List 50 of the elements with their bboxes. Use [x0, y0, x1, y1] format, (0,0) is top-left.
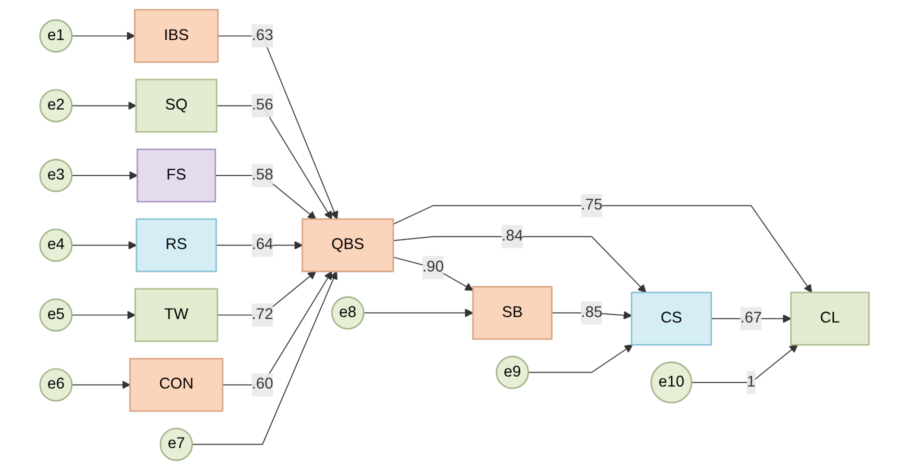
edge-label: .84: [502, 228, 524, 244]
arrow: [71, 241, 137, 250]
node-box: SB: [472, 286, 553, 340]
edge-label: .72: [252, 306, 274, 323]
edge-label: .60: [252, 376, 274, 393]
arrow: [192, 271, 338, 445]
edge-label: .67: [740, 310, 762, 326]
edge-label: .90: [422, 258, 444, 276]
node-circle: e7: [160, 428, 193, 461]
node-circle: e9: [496, 356, 530, 390]
edge-label: .64: [252, 236, 274, 254]
node-circle: e4: [39, 228, 73, 262]
arrow: [214, 175, 316, 220]
node-circle: e3: [39, 158, 73, 192]
arrow: [216, 271, 316, 316]
edge-label: 1: [746, 374, 756, 390]
arrow: [691, 344, 798, 383]
arrow: [222, 271, 332, 386]
node-circle: e1: [39, 19, 73, 53]
arrow: [216, 241, 303, 250]
node-box: CS: [630, 292, 712, 346]
arrow: [710, 314, 792, 323]
edge-label: .85: [580, 304, 602, 321]
edge-label: .63: [252, 27, 274, 44]
node-circle: e6: [39, 368, 73, 402]
arrow: [528, 344, 633, 373]
node-circle: e5: [39, 298, 73, 332]
arrow: [217, 35, 338, 220]
node-circle: e10: [650, 362, 692, 404]
edge-label: .56: [252, 96, 274, 114]
node-box: IBS: [134, 9, 219, 63]
arrow: [71, 310, 136, 320]
node-box: RS: [136, 218, 217, 272]
node-circle: e8: [331, 296, 364, 330]
node-box: QBS: [302, 218, 394, 272]
node-box: TW: [134, 288, 218, 342]
arrow: [363, 308, 474, 318]
node-circle: e2: [39, 89, 73, 122]
edge-label: .58: [252, 166, 274, 184]
arrow: [71, 32, 136, 40]
arrow: [71, 171, 138, 180]
arrow: [71, 380, 130, 390]
arrow: [551, 310, 632, 320]
node-box: CL: [790, 292, 870, 346]
arrow: [216, 105, 332, 220]
node-box: CON: [129, 358, 224, 412]
node-box: SQ: [135, 78, 218, 133]
node-box: FS: [136, 148, 216, 202]
arrow: [71, 101, 136, 110]
edge-label: .75: [580, 196, 602, 214]
